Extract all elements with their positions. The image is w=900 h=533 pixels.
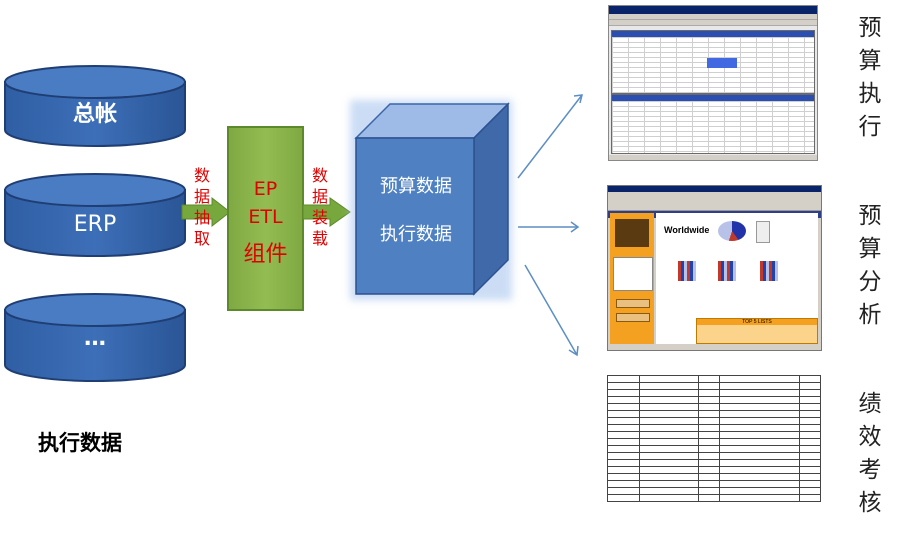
extract-label: 数据抽取 (193, 166, 210, 248)
execution-data-caption: 执行数据 (38, 431, 122, 455)
output-arrows (517, 94, 583, 357)
etl-line-1: EP (253, 178, 278, 200)
output-label-execution: 预算执行 (858, 15, 882, 140)
database-more (4, 293, 186, 382)
load-arrow (302, 197, 351, 227)
etl-line-2: ETL (248, 206, 283, 228)
warehouse-cube (350, 100, 512, 300)
browser-report-thumbnail: Worldwide TOP 5 LISTS (607, 185, 822, 351)
warehouse-line-2: 执行数据 (380, 224, 452, 245)
output-label-performance: 绩效考核 (858, 391, 882, 516)
etl-line-3: 组件 (243, 242, 288, 267)
browser-list-title: TOP 5 LISTS (697, 319, 817, 325)
database-ledger-label: 总帐 (72, 102, 117, 127)
load-label: 数据装载 (311, 166, 328, 248)
output-label-analysis: 预算分析 (858, 203, 882, 328)
database-more-label: … (84, 326, 106, 351)
database-erp-label: ERP (73, 212, 117, 237)
kpi-table-thumbnail (607, 375, 821, 529)
warehouse-line-1: 预算数据 (380, 176, 452, 197)
extract-arrow (181, 196, 231, 228)
spreadsheet-thumbnail (608, 5, 818, 161)
database-ledger (4, 65, 186, 147)
database-erp (4, 173, 186, 257)
browser-chart-title: Worldwide (664, 225, 710, 235)
